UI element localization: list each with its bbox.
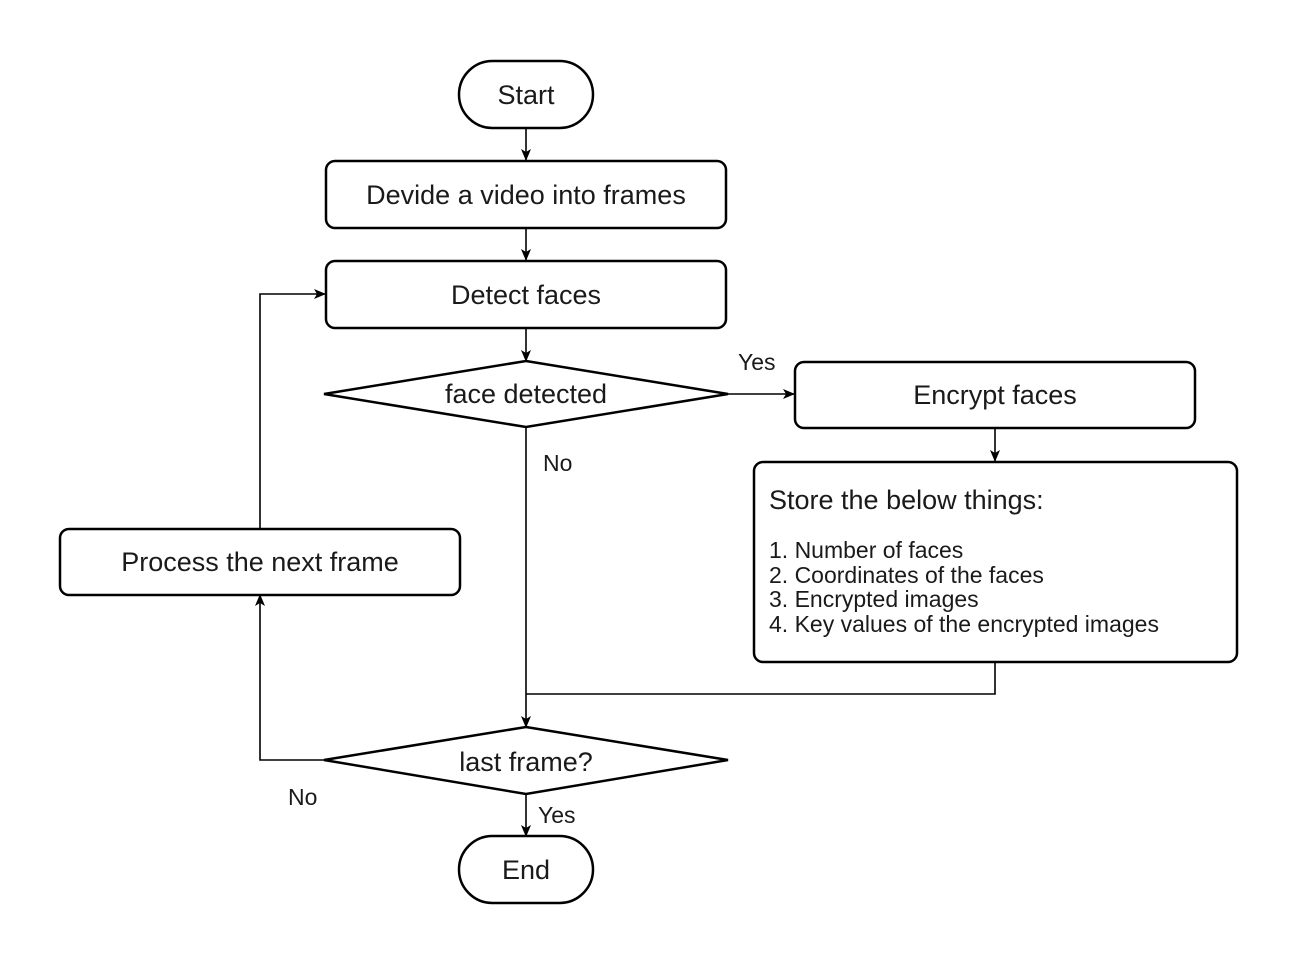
edge-process-to-detect [259,289,326,529]
encrypt-label: Encrypt faces [913,380,1077,410]
last-no-label: No [288,784,317,810]
process-next-node: Process the next frame [58,527,462,597]
divide-label: Devide a video into frames [366,180,686,210]
store-node: Store the below things: 1. Number of fac… [752,460,1239,664]
connectors [255,128,1000,837]
store-process-shape [752,460,1239,664]
detect-process-shape [324,259,728,330]
divide-process-shape [324,159,728,230]
encrypt-process-shape [793,360,1197,430]
divide-node: Devide a video into frames [324,159,728,230]
edge-store-merge [526,662,996,695]
face-detected-label: face detected [445,379,607,409]
store-item-3: 3. Encrypted images [769,586,979,612]
store-title: Store the below things: [769,485,1044,515]
face-yes-label: Yes [738,349,776,375]
start-label: Start [497,80,555,110]
last-frame-diamond [323,725,729,796]
end-node: End [457,834,595,905]
store-item-4: 4. Key values of the encrypted images [769,611,1159,637]
face-detected-diamond [323,359,729,429]
detect-label: Detect faces [451,280,601,310]
start-terminal-shape [457,59,595,130]
end-terminal-shape [457,834,595,905]
last-yes-label: Yes [538,802,576,828]
edge-labels: Yes No No Yes [288,349,776,828]
detect-node: Detect faces [324,259,728,330]
last-frame-label: last frame? [459,747,593,777]
end-label: End [502,855,550,885]
face-detected-decision: face detected [323,359,729,429]
edge-last-no-to-process [255,594,327,761]
process-next-shape [58,527,462,597]
store-item-2: 2. Coordinates of the faces [769,562,1044,588]
last-frame-decision: last frame? [323,725,729,796]
store-item-1: 1. Number of faces [769,537,963,563]
encrypt-node: Encrypt faces [793,360,1197,430]
process-next-label: Process the next frame [121,547,399,577]
start-node: Start [457,59,595,130]
face-no-label: No [543,450,572,476]
